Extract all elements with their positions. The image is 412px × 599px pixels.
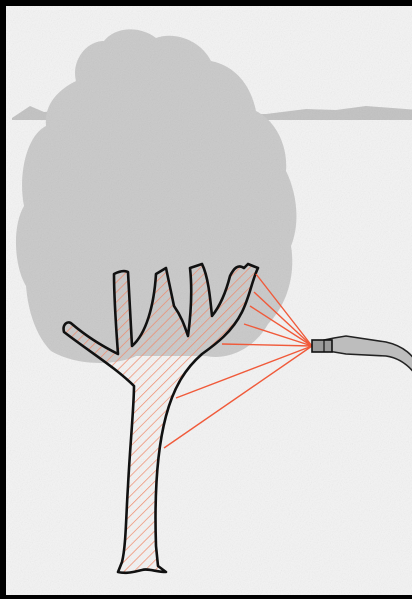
tree-spray-illustration	[6, 6, 412, 599]
